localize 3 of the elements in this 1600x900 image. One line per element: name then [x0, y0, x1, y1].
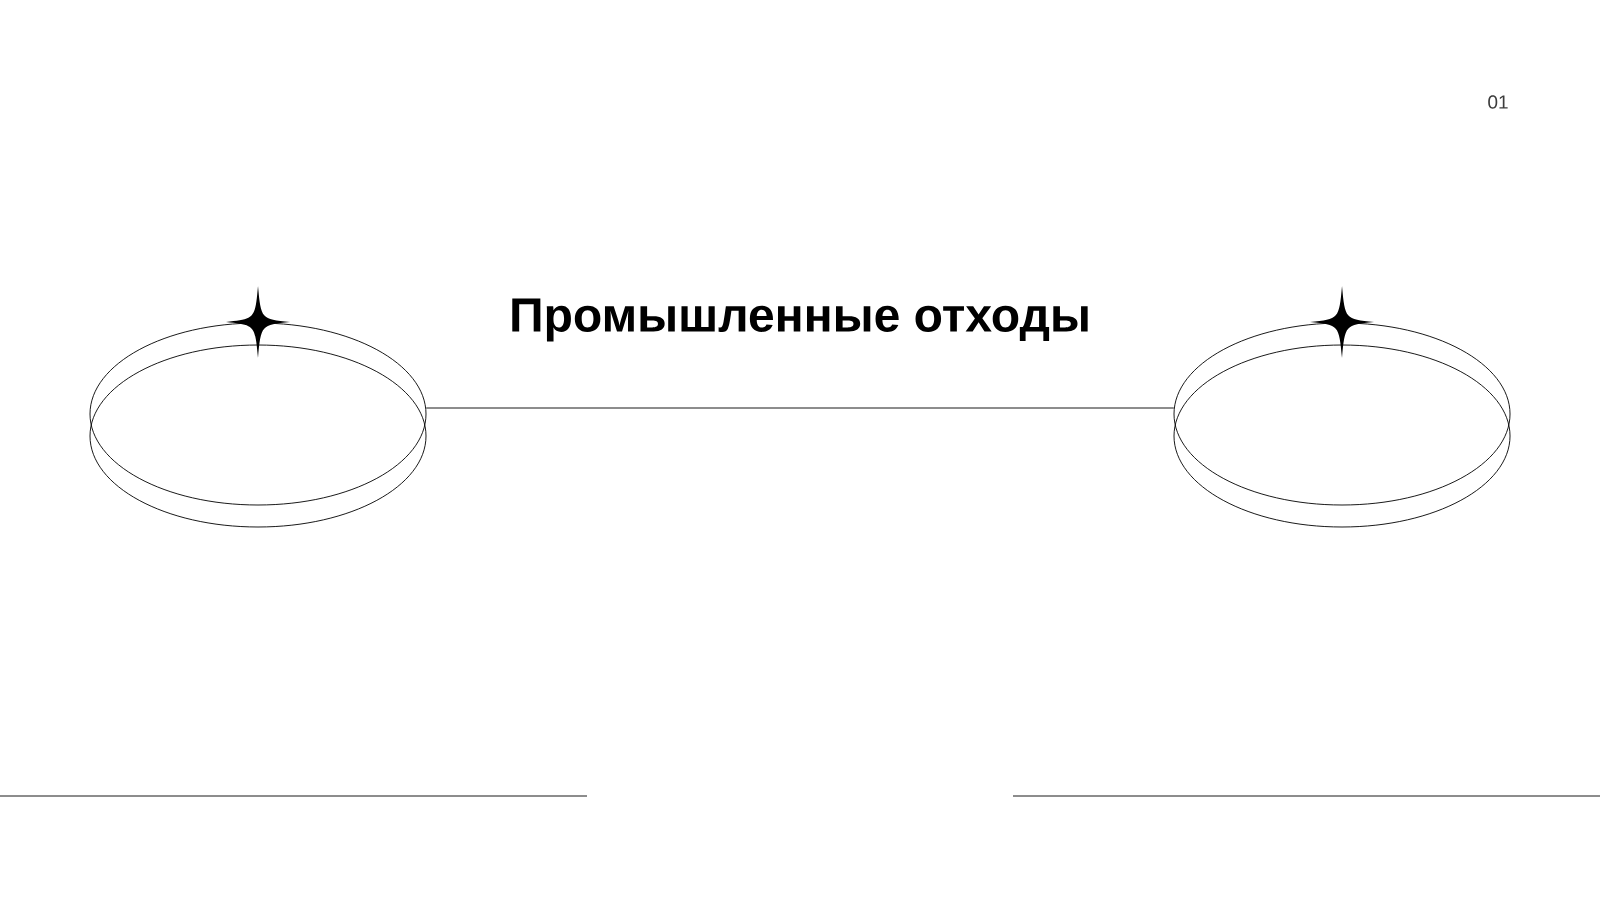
connector-line: [425, 407, 1175, 409]
page-number: 01: [1488, 95, 1508, 109]
title: Промышленные отходы: [512, 298, 1088, 342]
